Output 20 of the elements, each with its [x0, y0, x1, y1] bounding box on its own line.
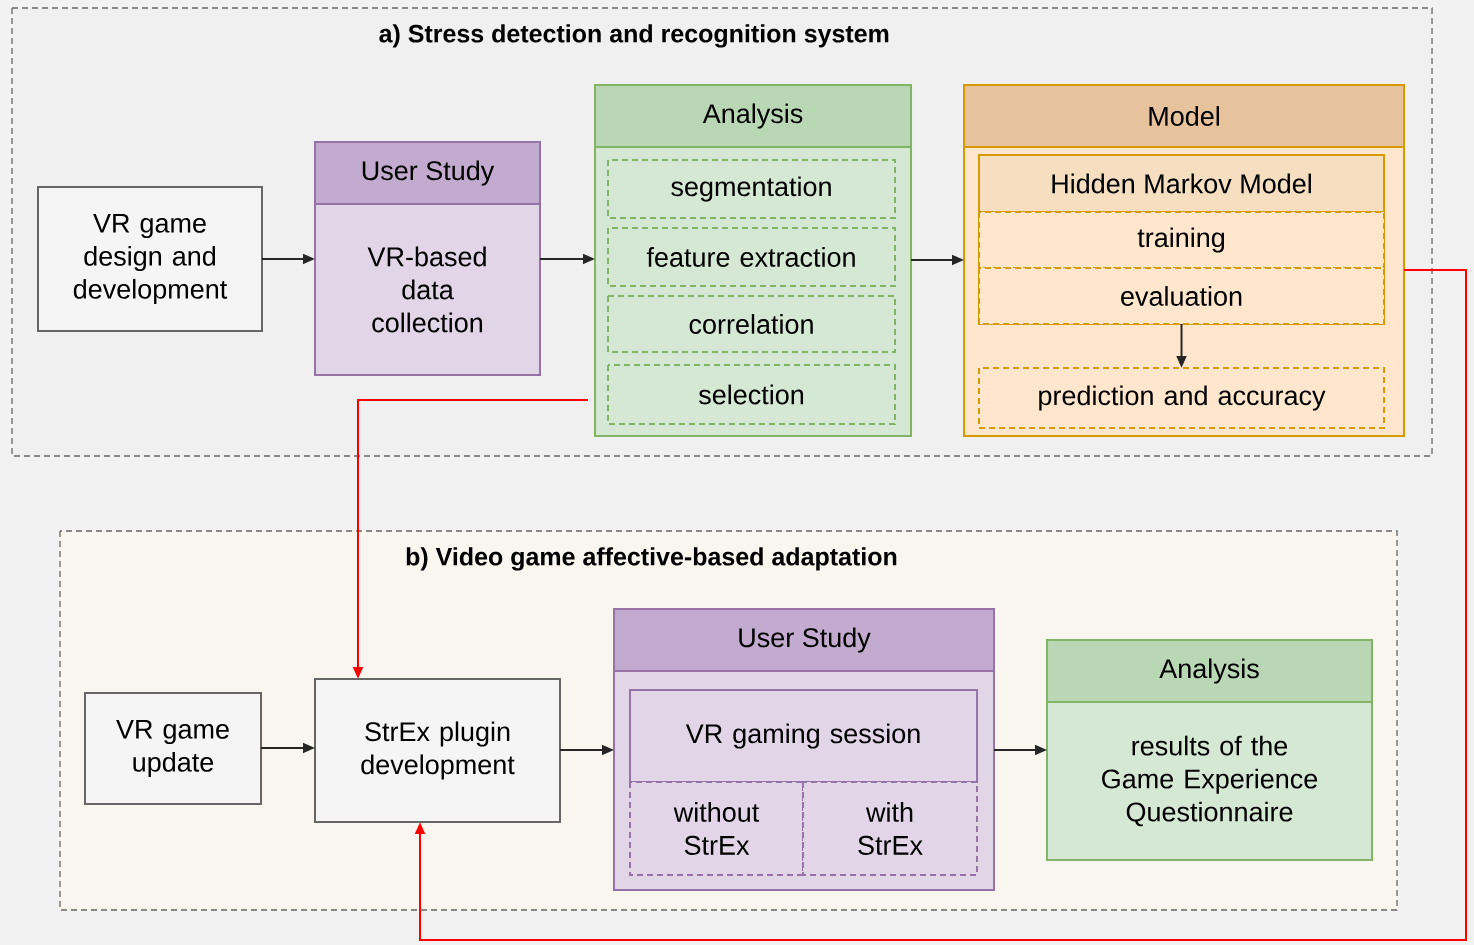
process-box: evaluation [978, 267, 1385, 325]
process-box: correlation [607, 295, 896, 353]
process-box: without StrEx [629, 781, 804, 876]
process-box: VR gaming session [629, 689, 978, 783]
process-box: segmentation [607, 159, 896, 219]
process-box: prediction and accuracy [978, 367, 1385, 429]
process-box: feature extraction [607, 227, 896, 287]
node-label: without StrEx [673, 802, 760, 855]
process-box: training [978, 211, 1385, 269]
process-box: with StrEx [802, 781, 978, 876]
process-box: StrEx plugin development [314, 678, 561, 823]
group-box: Analysis results of the Game Experience Questionnaire [1046, 639, 1373, 861]
node-label: evaluation [1121, 286, 1242, 306]
process-box: VR game design and development [37, 186, 263, 332]
node-label: with StrEx [858, 802, 923, 855]
group-box: User Study VR-based data collection [314, 141, 541, 376]
node-label: training [1137, 227, 1225, 253]
process-box: selection [607, 364, 896, 425]
process-box: VR game update [84, 692, 262, 805]
arrow [414, 269, 1467, 941]
